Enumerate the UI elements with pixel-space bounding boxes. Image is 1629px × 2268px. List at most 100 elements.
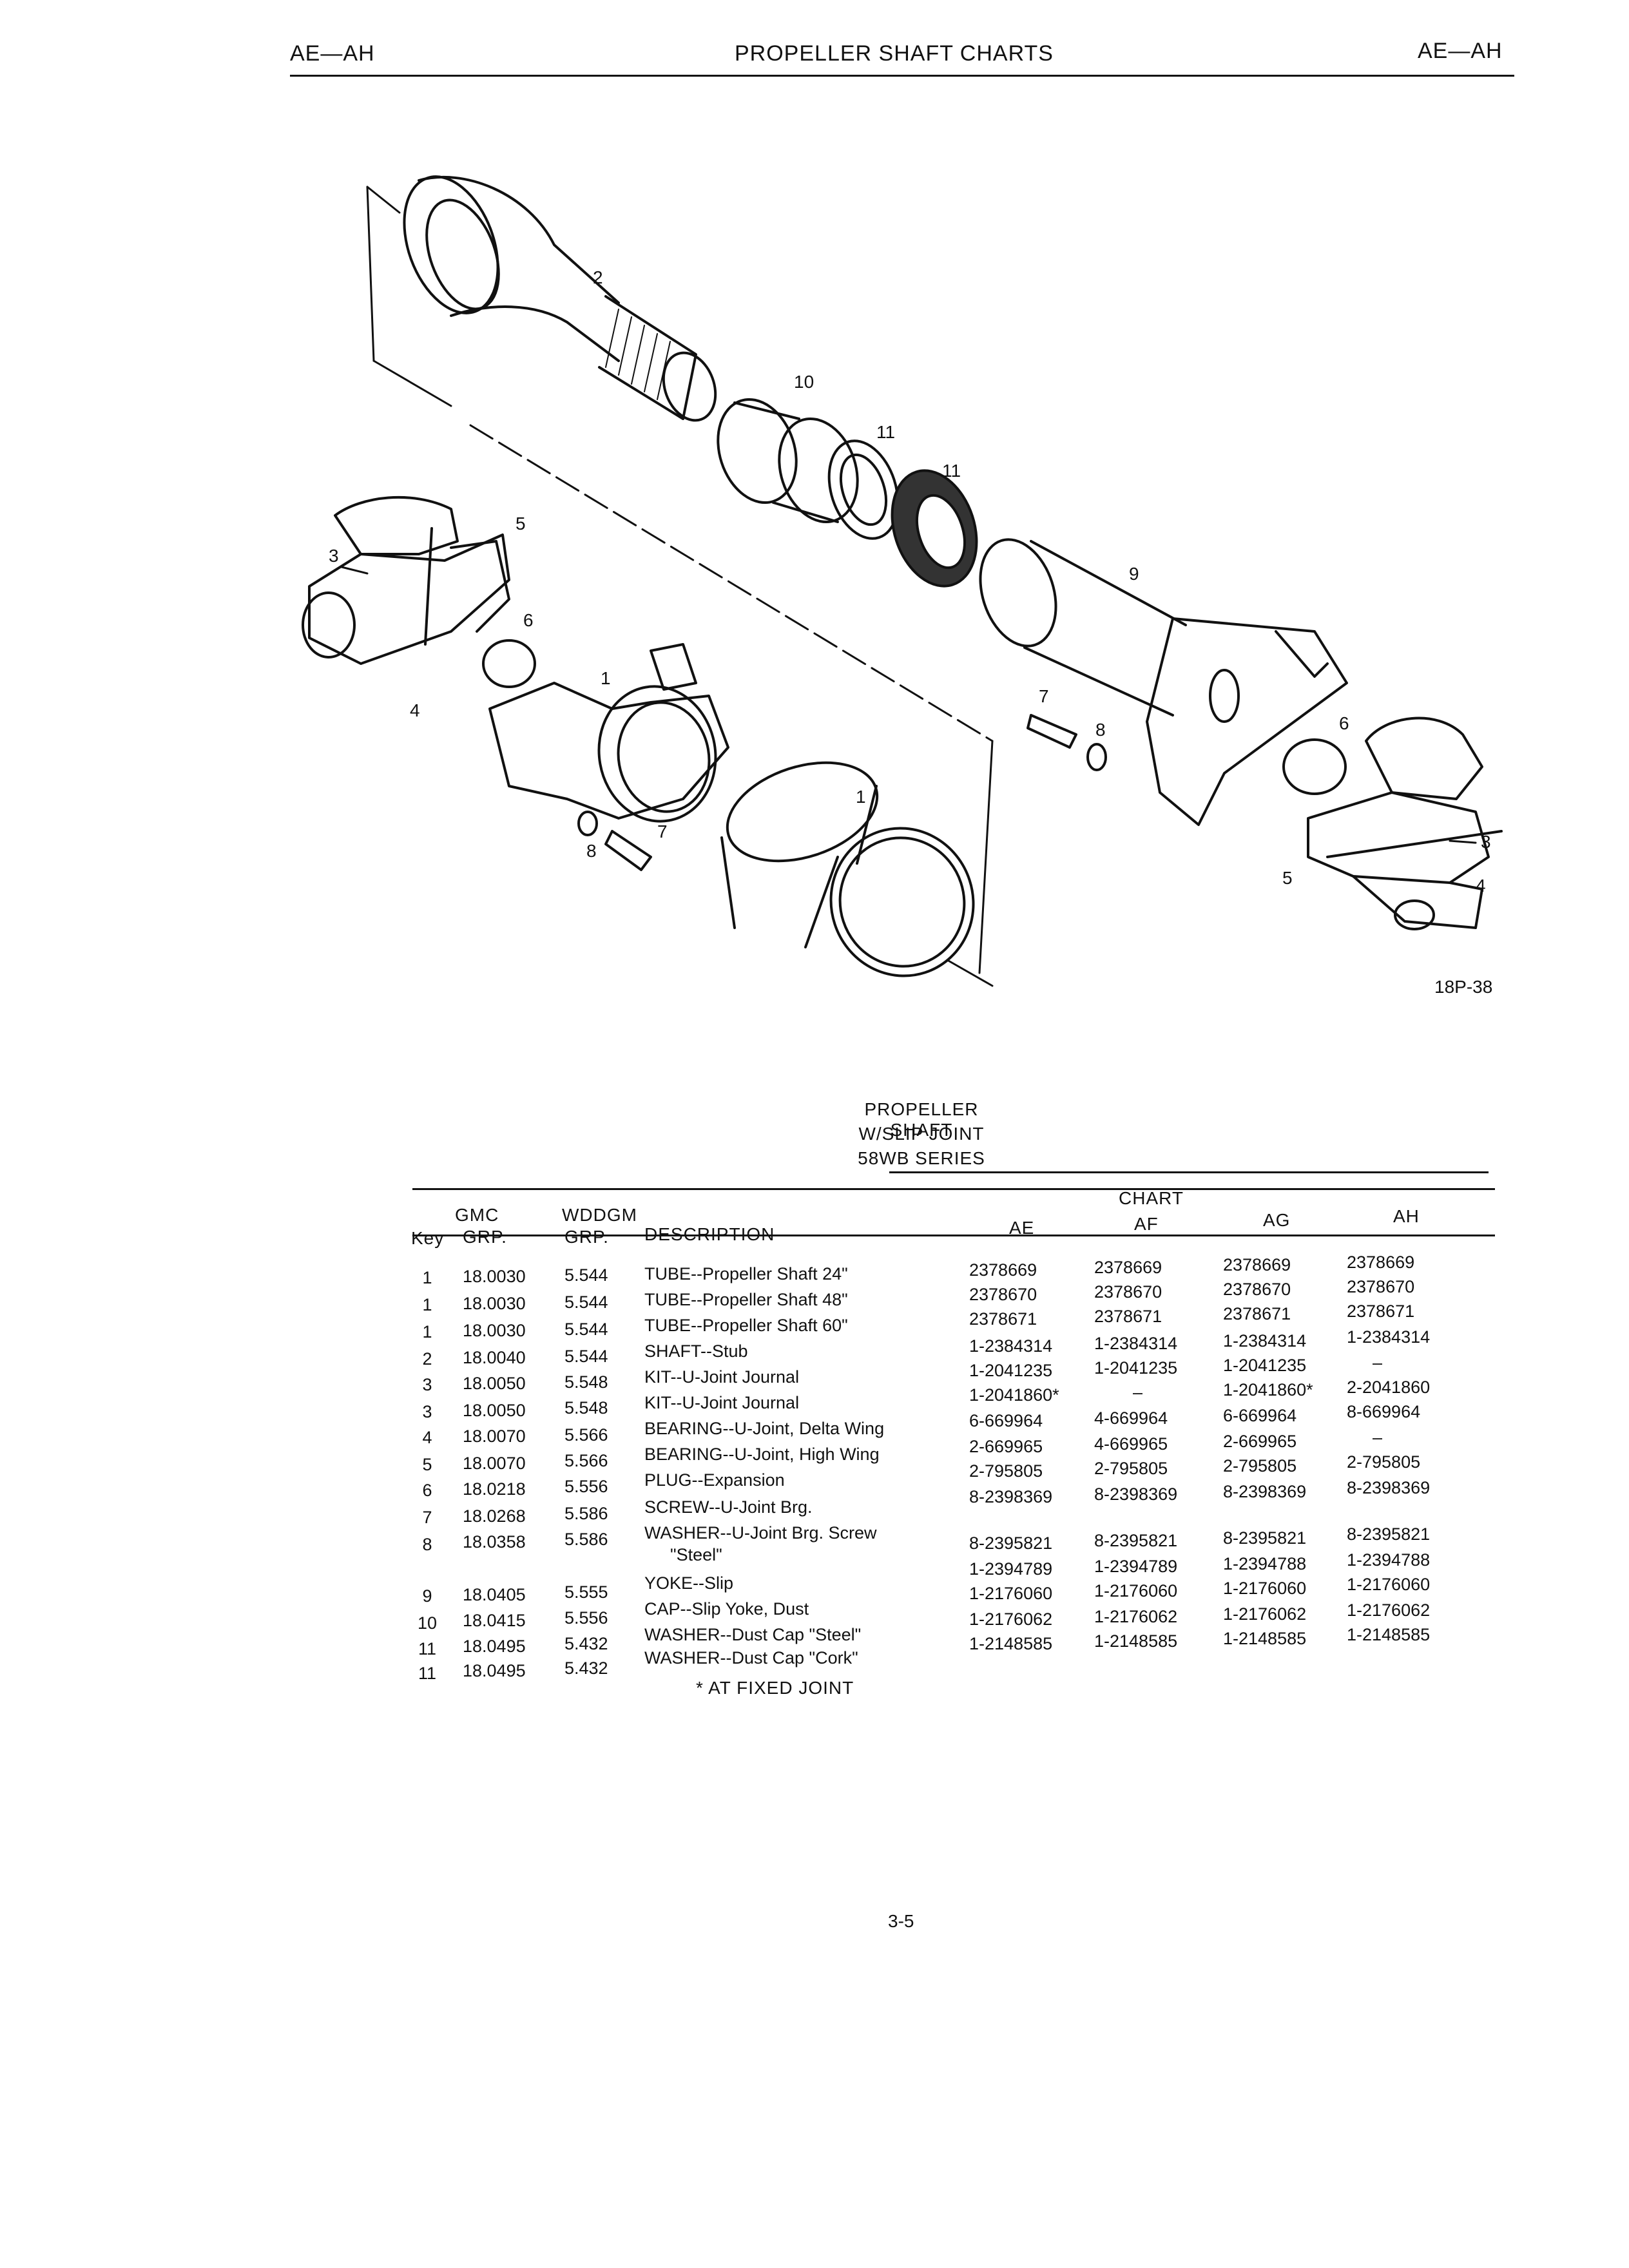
row-ah: 2378670	[1347, 1277, 1415, 1296]
header-left: AE—AH	[290, 41, 375, 66]
row-key: 9	[422, 1586, 432, 1606]
row-description: SCREW--U-Joint Brg.	[644, 1497, 813, 1517]
row-gmc: 18.0040	[463, 1348, 526, 1367]
callout-6-left: 6	[523, 610, 534, 630]
row-ae: 2-795805	[969, 1461, 1043, 1481]
row-wddgm: 5.548	[564, 1372, 608, 1392]
header-wddgm-top: WDDGM	[562, 1205, 637, 1225]
row-ah: 1-2176060	[1347, 1575, 1431, 1594]
header-ae: AE	[1009, 1218, 1035, 1238]
expansion-plug-left	[482, 639, 536, 688]
row-ag: 1-2394788	[1223, 1554, 1307, 1573]
table-title-line-1: PROPELLER SHAFT	[864, 1099, 979, 1140]
callout-8-left: 8	[586, 841, 597, 861]
chart-label: CHART	[1119, 1188, 1184, 1208]
row-ae: 1-2394789	[969, 1559, 1053, 1579]
row-ae: 2378671	[969, 1309, 1037, 1329]
row-description: TUBE--Propeller Shaft 24"	[644, 1264, 848, 1283]
row-af: –	[1133, 1383, 1143, 1402]
row-ae: 1-2041860*	[969, 1385, 1059, 1405]
callout-3-right: 3	[1481, 832, 1491, 852]
steel-washer-drawing	[827, 439, 900, 540]
row-ah: 8-2395821	[1347, 1524, 1431, 1544]
row-key: 2	[422, 1349, 432, 1369]
header-gmc-top: GMC	[455, 1205, 499, 1225]
row-ag: 2378671	[1223, 1304, 1291, 1323]
row-ag: 8-2398369	[1223, 1482, 1307, 1501]
callout-5-right: 5	[1282, 868, 1293, 888]
row-ah: 1-2148585	[1347, 1625, 1431, 1644]
table-title-line-3: 58WB SERIES	[858, 1148, 985, 1168]
bolt-washer-left	[577, 811, 652, 871]
row-ag: 2-669965	[1223, 1432, 1297, 1451]
exploded-diagram: 2 10 11 11 9 5 3 6 4 1 7 8 1 8 7 6 3 5 4	[302, 175, 1503, 987]
row-ae: 1-2148585	[969, 1634, 1053, 1653]
callout-4-right: 4	[1476, 876, 1486, 896]
row-wddgm: 5.566	[564, 1425, 608, 1445]
table-top-rule	[412, 1188, 1495, 1190]
row-key: 1	[422, 1322, 432, 1341]
header-wddgm-bottom: GRP.	[564, 1227, 609, 1247]
row-wddgm: 5.544	[564, 1347, 608, 1366]
row-description: WASHER--Dust Cap "Cork"	[644, 1648, 858, 1667]
row-af: 1-2176060	[1094, 1581, 1178, 1600]
row-ae: 8-2398369	[969, 1487, 1053, 1506]
callout-1-yoke: 1	[601, 668, 611, 688]
row-wddgm: 5.586	[564, 1530, 608, 1549]
callout-9: 9	[1129, 564, 1139, 584]
row-gmc: 18.0268	[463, 1506, 526, 1526]
header-ah: AH	[1393, 1206, 1420, 1226]
row-key: 11	[418, 1639, 437, 1658]
row-af: 4-669964	[1094, 1408, 1168, 1428]
row-key: 3	[422, 1402, 432, 1421]
bolt-washer-right	[1027, 714, 1107, 771]
row-wddgm: 5.544	[564, 1320, 608, 1339]
row-ah: 8-669964	[1347, 1402, 1421, 1421]
row-gmc: 18.0495	[463, 1637, 526, 1656]
header-ag: AG	[1263, 1210, 1291, 1230]
header-right: AE—AH	[1418, 39, 1503, 63]
row-ag: 1-2176062	[1223, 1604, 1307, 1624]
row-gmc: 18.0030	[463, 1321, 526, 1340]
row-gmc: 18.0030	[463, 1267, 526, 1286]
row-ag: 1-2041860*	[1223, 1380, 1313, 1399]
row-description: KIT--U-Joint Journal	[644, 1367, 800, 1387]
row-ag: 2-795805	[1223, 1456, 1297, 1475]
row-gmc: 18.0050	[463, 1401, 526, 1420]
tube-yoke-drawing	[488, 643, 729, 823]
row-ae: 1-2384314	[969, 1336, 1053, 1356]
row-wddgm: 5.432	[564, 1634, 608, 1653]
row-ah: 1-2176062	[1347, 1600, 1431, 1620]
row-key: 10	[418, 1613, 438, 1633]
frame-lines	[366, 186, 994, 987]
callout-7-left: 7	[657, 822, 668, 841]
row-gmc: 18.0218	[463, 1479, 526, 1499]
row-wddgm: 5.586	[564, 1504, 608, 1523]
table-footnote: * AT FIXED JOINT	[696, 1678, 854, 1698]
callout-1-tube: 1	[856, 787, 866, 807]
row-ag: 6-669964	[1223, 1406, 1297, 1425]
row-ah: 2-795805	[1347, 1452, 1421, 1472]
row-description-continued: "Steel"	[670, 1545, 722, 1564]
row-key: 1	[422, 1295, 432, 1314]
row-ag: 1-2041235	[1223, 1356, 1307, 1375]
row-ag: 1-2384314	[1223, 1331, 1307, 1350]
header-rule	[290, 75, 1514, 77]
row-ah: –	[1373, 1353, 1383, 1372]
row-ae: 2-669965	[969, 1437, 1043, 1456]
row-af: 1-2041235	[1094, 1358, 1178, 1378]
row-key: 6	[422, 1481, 432, 1500]
row-gmc: 18.0415	[463, 1611, 526, 1630]
row-ag: 2378669	[1223, 1255, 1291, 1274]
tube-sections-drawing	[720, 761, 975, 977]
row-af: 2-795805	[1094, 1459, 1168, 1478]
row-key: 1	[422, 1268, 432, 1287]
stub-shaft-drawing	[403, 175, 717, 422]
row-description: SHAFT--Stub	[644, 1341, 748, 1361]
row-af: 2378669	[1094, 1258, 1162, 1277]
row-key: 3	[422, 1375, 432, 1394]
row-ae: 2378670	[969, 1285, 1037, 1304]
callout-8-right: 8	[1095, 720, 1106, 740]
row-wddgm: 5.544	[564, 1265, 608, 1285]
callout-11a: 11	[876, 422, 895, 442]
